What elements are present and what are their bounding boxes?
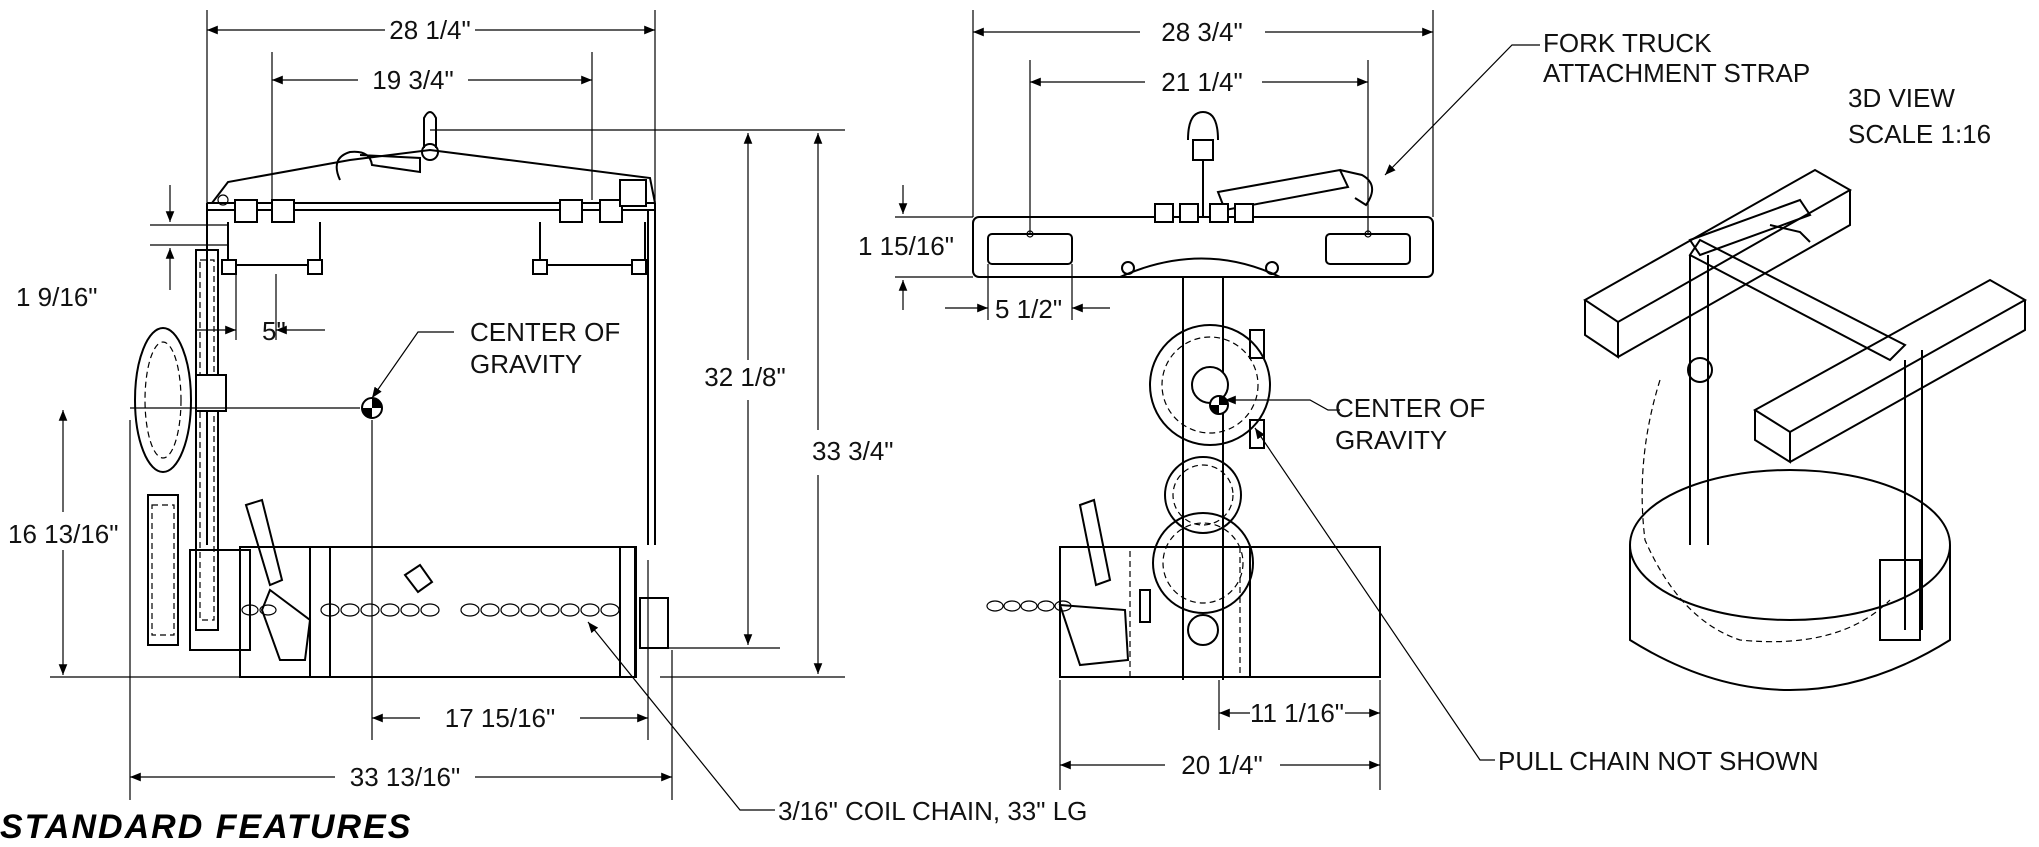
front-cg-label-line2: GRAVITY xyxy=(1335,425,1447,455)
side-coil-chain xyxy=(241,603,620,617)
side-offset-small: 1 9/16" xyxy=(16,282,98,312)
front-view xyxy=(972,110,1434,680)
front-cg-symbol xyxy=(1209,395,1229,415)
iso-notes: 3D VIEW SCALE 1:16 xyxy=(1848,83,1991,149)
front-cg-label-line1: CENTER OF xyxy=(1335,393,1485,423)
side-clamp-left xyxy=(221,199,323,275)
front-beam-height: 1 15/16" xyxy=(858,231,954,261)
iso-view-label: 3D VIEW xyxy=(1848,83,1955,113)
side-cg-horizontal: 17 15/16" xyxy=(445,703,555,733)
front-notes: CENTER OF GRAVITY FORK TRUCK ATTACHMENT … xyxy=(1225,28,1819,776)
technical-drawing: 28 1/4" 19 3/4" 33 3/4" 32 1/8" 1 9/16" … xyxy=(8,10,2028,826)
front-coil-chain xyxy=(986,600,1072,612)
side-overall-width: 28 1/4" xyxy=(389,15,471,45)
iso-scale-label: SCALE 1:16 xyxy=(1848,119,1991,149)
side-height-inner: 32 1/8" xyxy=(704,362,786,392)
front-hand-wheel xyxy=(1149,324,1271,446)
front-dimensions: 28 3/4" 21 1/4" 1 15/16" 5 1/2" 11 1/16"… xyxy=(858,10,1434,790)
side-inner-width: 19 3/4" xyxy=(372,65,454,95)
front-slot-width: 5 1/2" xyxy=(995,294,1062,324)
iso-view xyxy=(1583,168,2028,691)
front-overall-width: 28 3/4" xyxy=(1161,17,1243,47)
side-cg-label-line2: GRAVITY xyxy=(470,349,582,379)
front-inner-width: 21 1/4" xyxy=(1161,67,1243,97)
side-clamp-right xyxy=(532,179,647,275)
side-notes: CENTER OF GRAVITY 3/16" COIL CHAIN, 33" … xyxy=(371,317,1087,826)
side-cg-label-line1: CENTER OF xyxy=(470,317,620,347)
side-clamp-spacing: 5" xyxy=(262,316,286,346)
side-cg-symbol xyxy=(361,397,383,419)
pull-chain-note: PULL CHAIN NOT SHOWN xyxy=(1498,746,1819,776)
front-right-offset: 11 1/16" xyxy=(1250,698,1344,728)
side-cg-height: 16 13/16" xyxy=(8,519,118,549)
side-view xyxy=(134,111,669,678)
front-base-width: 20 1/4" xyxy=(1181,750,1263,780)
fork-strap-label-line1: FORK TRUCK xyxy=(1543,28,1712,58)
side-height-total: 33 3/4" xyxy=(812,436,894,466)
fork-strap-label-line2: ATTACHMENT STRAP xyxy=(1543,58,1810,88)
standard-features-heading: STANDARD FEATURES xyxy=(0,808,413,846)
coil-chain-note: 3/16" COIL CHAIN, 33" LG xyxy=(778,796,1087,826)
side-dimensions: 28 1/4" 19 3/4" 33 3/4" 32 1/8" 1 9/16" … xyxy=(8,10,894,800)
side-base-width: 33 13/16" xyxy=(350,762,460,792)
